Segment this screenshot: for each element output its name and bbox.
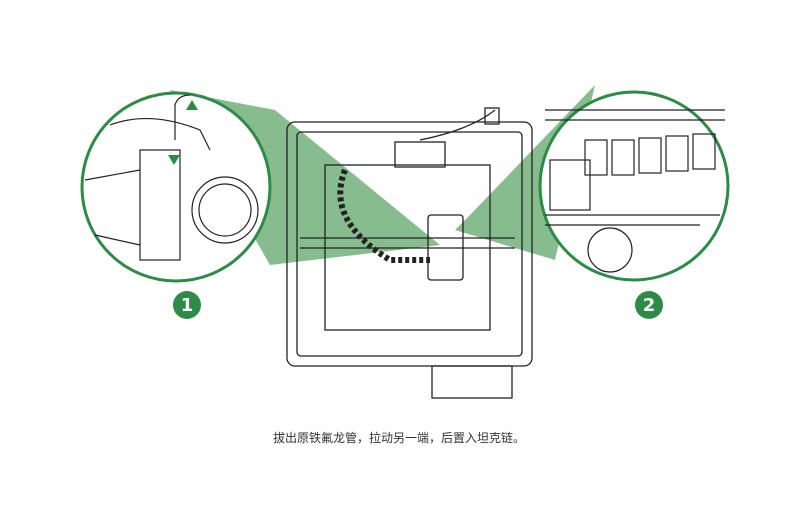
detail-circle-1 <box>80 91 272 283</box>
callout-badge-2: 2 <box>635 291 663 319</box>
printer-frame <box>286 107 533 399</box>
instruction-caption: 拔出原铁氟龙管，拉动另一端，后置入坦克链。 <box>273 431 526 445</box>
callout-badge-1: 1 <box>173 291 201 319</box>
detail-circle-2 <box>538 90 730 282</box>
